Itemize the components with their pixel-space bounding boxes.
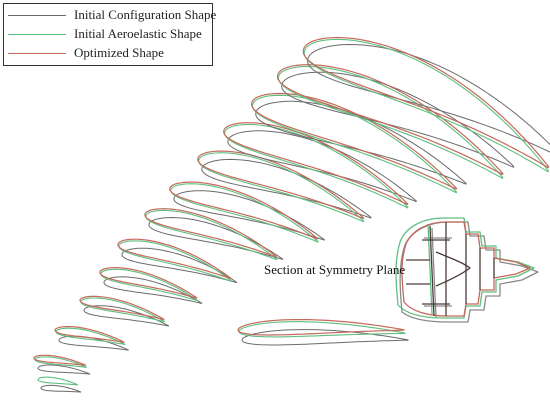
symmetry-plane-annotation: Section at Symmetry Plane <box>264 262 406 277</box>
airfoil-section-12-initial-aeroelastic <box>277 65 504 179</box>
airfoil-section-7-optimized <box>144 208 277 258</box>
airfoil-section-5-initial-aeroelastic <box>100 268 198 302</box>
airfoil-section-7-initial-aeroelastic <box>145 209 278 261</box>
airfoil-section-9-optimized <box>197 150 365 220</box>
legend-item-initial-configuration: Initial Configuration Shape <box>8 6 216 24</box>
airfoil-section-4-initial-configuration <box>83 305 169 327</box>
airfoil-section-8-optimized <box>169 181 319 240</box>
airfoil-section-14-initial-configuration <box>241 329 409 346</box>
airfoil-section-10-initial-aeroelastic <box>224 123 409 209</box>
wing-section-airfoils <box>33 36 550 393</box>
fuselage-internal-structure <box>406 222 495 317</box>
airfoil-section-13-optimized <box>302 36 550 169</box>
airfoil-section-6-optimized <box>117 238 232 280</box>
airfoil-section-6-initial-configuration <box>121 247 238 284</box>
legend-label-optimized: Optimized Shape <box>74 45 164 60</box>
legend: Initial Configuration Shape Initial Aero… <box>3 3 216 66</box>
fuselage-initial-configuration-outline <box>399 221 539 323</box>
fuselage-aeroelastic-outline <box>395 217 535 319</box>
airfoil-section-8-initial-configuration <box>173 190 325 241</box>
legend-item-initial-aeroelastic: Initial Aeroelastic Shape <box>8 25 208 43</box>
airfoil-section-8-initial-aeroelastic <box>170 183 319 243</box>
airfoil-section-2-initial-configuration <box>37 364 91 375</box>
airfoil-section-3-optimized <box>54 326 125 343</box>
airfoil-section-5-initial-configuration <box>103 276 203 304</box>
airfoil-section-14-optimized <box>237 319 405 336</box>
airfoil-section-9-initial-configuration <box>201 158 372 219</box>
airfoil-section-10-optimized <box>223 122 409 206</box>
fuselage-cross-section <box>395 217 539 323</box>
airfoil-section-7-initial-configuration <box>148 217 283 260</box>
legend-label-initial-aeroelastic: Initial Aeroelastic Shape <box>74 26 202 41</box>
airfoil-section-11-initial-configuration <box>255 100 467 185</box>
airfoil-section-2-optimized <box>33 354 87 366</box>
airfoil-section-1-initial-aeroelastic <box>37 376 79 386</box>
airfoil-section-3-initial-aeroelastic <box>55 327 126 346</box>
legend-swatch-initial-configuration <box>8 15 66 16</box>
legend-label-initial-configuration: Initial Configuration Shape <box>74 7 217 22</box>
airfoil-section-10-initial-configuration <box>227 130 417 203</box>
airfoil-section-9-initial-aeroelastic <box>198 152 365 223</box>
legend-swatch-optimized <box>8 53 66 54</box>
airfoil-section-13-initial-aeroelastic <box>303 38 549 173</box>
airfoil-section-6-initial-aeroelastic <box>118 240 233 282</box>
airfoil-section-4-optimized <box>79 295 165 321</box>
legend-item-optimized: Optimized Shape <box>8 44 208 62</box>
legend-swatch-initial-aeroelastic <box>8 34 66 35</box>
fuselage-optimized-outline <box>401 221 531 317</box>
airfoil-section-12-optimized <box>276 64 504 175</box>
airfoil-section-5-optimized <box>99 267 198 299</box>
airfoil-section-2-initial-aeroelastic <box>34 356 87 368</box>
airfoil-section-1-initial-configuration <box>40 384 82 393</box>
airfoil-section-4-initial-aeroelastic <box>80 297 166 323</box>
airfoil-section-12-initial-configuration <box>281 71 515 168</box>
airfoil-section-14-initial-aeroelastic <box>238 321 406 338</box>
airfoil-section-11-optimized <box>251 92 458 190</box>
